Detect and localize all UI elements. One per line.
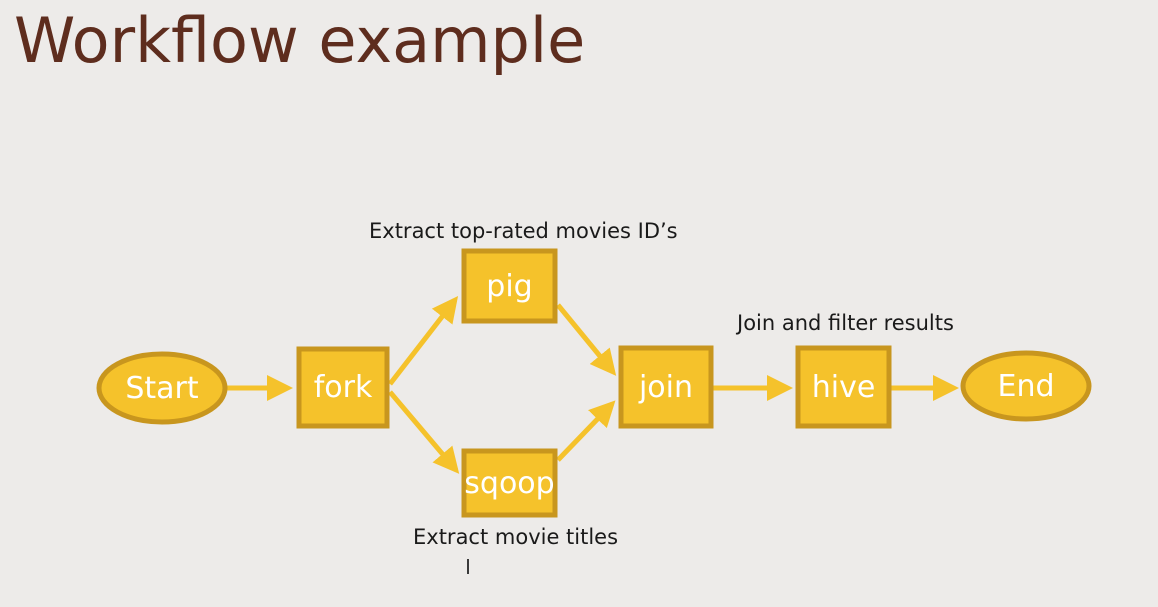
hive-annotation: Join and filter results	[737, 311, 954, 335]
edge-sqoop-to-join	[556, 400, 616, 462]
edge-pig-to-join	[556, 303, 617, 376]
edge-fork-to-pig	[388, 296, 459, 386]
node-pig[interactable]	[461, 248, 558, 324]
text-caret-mark	[467, 559, 469, 574]
page-title: Workflow example	[14, 4, 586, 77]
node-hive[interactable]	[795, 345, 892, 429]
node-join[interactable]	[618, 345, 714, 429]
node-start[interactable]	[96, 351, 228, 425]
sqoop-annotation: Extract movie titles	[413, 525, 619, 549]
node-fork[interactable]	[296, 346, 390, 429]
pig-annotation: Extract top-rated movies ID’s	[369, 219, 678, 243]
node-sqoop[interactable]	[461, 448, 558, 518]
node-end[interactable]	[960, 350, 1092, 422]
edge-fork-to-sqoop	[388, 390, 460, 474]
